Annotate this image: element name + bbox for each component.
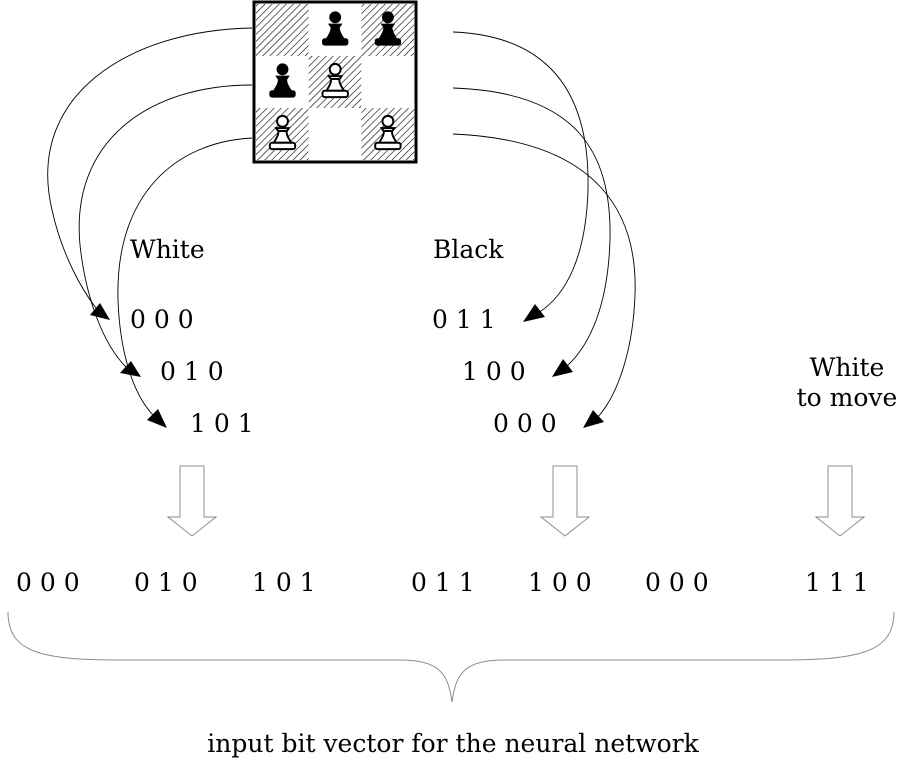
down-arrow-black — [539, 465, 591, 537]
to-move-label-line1: White — [810, 353, 885, 382]
board-square — [308, 108, 362, 160]
black-bit-row: 0 1 1 — [432, 305, 496, 334]
board-frame — [252, 0, 418, 164]
white-mapping-arrows — [47, 27, 253, 428]
arrow-black-row-2 — [452, 87, 611, 367]
arrowhead-black-row-2 — [552, 359, 573, 377]
arrowhead-black-row-1 — [523, 304, 545, 322]
white-bit-row: 0 0 0 — [130, 305, 194, 334]
vector-group: 1 0 1 — [252, 568, 316, 597]
vector-group: 0 0 0 — [645, 568, 709, 597]
arrowhead-white-row-2 — [120, 361, 141, 377]
arrowhead-white-row-1 — [90, 303, 110, 320]
arrow-white-row-3 — [117, 137, 253, 416]
vector-caption: input bit vector for the neural network — [207, 729, 699, 758]
vector-group: 0 1 1 — [411, 568, 475, 597]
vector-brace — [7, 611, 895, 703]
vector-group: 0 0 0 — [16, 568, 80, 597]
vector-group: 0 1 0 — [134, 568, 198, 597]
white-heading: White — [130, 235, 205, 264]
vector-group: 1 1 1 — [805, 568, 869, 597]
arrow-white-row-1 — [47, 27, 253, 309]
chess-board — [252, 0, 418, 164]
arrow-black-row-1 — [452, 31, 589, 314]
white-bit-row: 0 1 0 — [160, 357, 224, 386]
to-move-label-line2: to move — [797, 383, 898, 412]
black-bit-row: 1 0 0 — [462, 357, 526, 386]
down-arrow-to-move — [814, 465, 866, 537]
down-arrows — [166, 465, 866, 537]
black-mapping-arrows — [452, 31, 636, 428]
down-arrow-white — [166, 465, 218, 537]
board-square — [361, 56, 415, 108]
vector-group: 1 0 0 — [528, 568, 592, 597]
arrow-white-row-2 — [78, 84, 253, 368]
arrowhead-white-row-3 — [147, 409, 167, 428]
board-square — [256, 4, 309, 56]
white-bit-row: 1 0 1 — [190, 409, 254, 438]
black-heading: Black — [433, 235, 504, 264]
black-bit-row: 0 0 0 — [493, 409, 557, 438]
arrowhead-black-row-3 — [583, 410, 604, 428]
arrow-black-row-3 — [452, 133, 636, 419]
